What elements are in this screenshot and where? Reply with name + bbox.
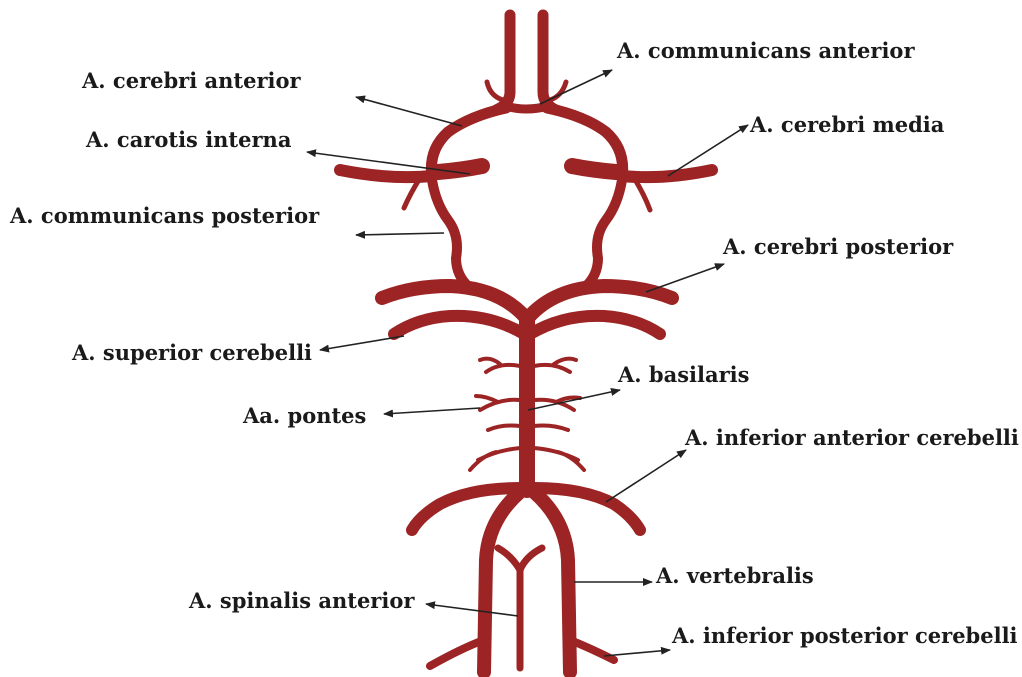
a-vertebralis-left — [484, 492, 520, 672]
arrow-inferior-anterior-cerebelli — [606, 450, 686, 502]
a-cerebri-anterior-left-branch — [487, 82, 503, 100]
label-a-communicans-anterior: A. communicans anterior — [617, 40, 915, 61]
arrow-pontes — [384, 408, 480, 414]
a-vertebralis-right — [534, 492, 570, 672]
arrow-spinalis-anterior — [426, 604, 518, 616]
label-a-cerebri-posterior: A. cerebri posterior — [723, 236, 953, 257]
label-a-basilaris: A. basilaris — [618, 364, 749, 385]
label-a-communicans-posterior: A. communicans posterior — [10, 205, 319, 226]
a-cerebri-media-left — [340, 170, 432, 177]
a-communicans-posterior-left — [432, 180, 470, 288]
label-a-cerebri-anterior: A. cerebri anterior — [82, 70, 301, 91]
a-carotis-interna-right — [572, 166, 616, 172]
a-communicans-posterior-right — [584, 180, 622, 288]
label-a-carotis-interna: A. carotis interna — [86, 129, 291, 150]
a-superior-cerebelli-right — [530, 316, 660, 334]
label-aa-pontes: Aa. pontes — [243, 405, 366, 426]
arrow-cerebri-posterior — [646, 264, 724, 292]
arrow-communicans-anterior — [540, 70, 612, 104]
a-spinalis-anterior — [498, 548, 542, 668]
label-a-inferior-anterior-cerebelli: A. inferior anterior cerebelli — [685, 427, 1019, 448]
a-superior-cerebelli-left — [394, 316, 524, 334]
label-a-inferior-posterior-cerebelli: A. inferior posterior cerebelli — [672, 625, 1018, 646]
label-a-superior-cerebelli: A. superior cerebelli — [72, 342, 312, 363]
arrow-inferior-posterior-cerebelli — [604, 650, 670, 656]
a-inferior-posterior-cerebelli-left — [430, 640, 484, 666]
arrow-communicans-posterior — [356, 233, 444, 235]
label-a-spinalis-anterior: A. spinalis anterior — [189, 590, 414, 611]
arrow-superior-cerebelli — [320, 336, 404, 350]
label-a-cerebri-media: A. cerebri media — [750, 114, 944, 135]
arrow-cerebri-anterior — [356, 97, 462, 126]
label-a-vertebralis: A. vertebralis — [656, 565, 814, 586]
